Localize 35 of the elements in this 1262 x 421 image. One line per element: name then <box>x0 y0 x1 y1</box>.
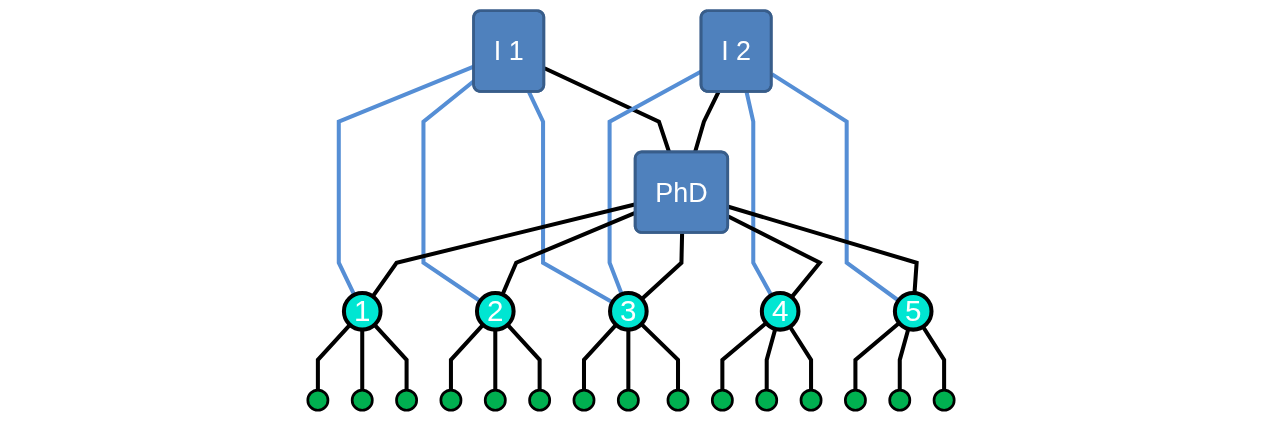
connector <box>527 91 614 304</box>
connector <box>581 323 618 391</box>
connector <box>744 91 774 297</box>
connector <box>506 323 542 391</box>
node-circle <box>572 388 596 412</box>
node-circle <box>616 388 640 412</box>
connector <box>315 323 352 391</box>
node-circle <box>666 388 690 412</box>
node-circle <box>483 388 507 412</box>
node-circle <box>528 388 552 412</box>
node-circle <box>755 388 779 412</box>
node-circle: 3 <box>608 290 649 332</box>
node-circle <box>844 388 867 412</box>
connector <box>853 321 901 391</box>
node-circle <box>395 388 418 412</box>
node-circle <box>350 388 374 412</box>
connector <box>421 79 482 303</box>
connector <box>720 321 768 391</box>
connector <box>373 323 409 391</box>
node-circle <box>439 388 463 412</box>
connector <box>448 323 485 391</box>
connector <box>788 325 814 391</box>
node-circle: 5 <box>892 290 934 332</box>
node-circle <box>710 388 734 412</box>
node-circle <box>888 388 912 412</box>
node-circle <box>799 388 823 412</box>
node-circle: 2 <box>474 290 516 332</box>
node-circle <box>306 388 330 412</box>
connector <box>640 322 681 391</box>
connector <box>921 325 947 391</box>
node-circle: 1 <box>341 290 383 332</box>
connector <box>727 214 823 299</box>
connector <box>640 233 685 301</box>
node-circle: 4 <box>759 290 801 332</box>
node-circle <box>932 388 956 412</box>
